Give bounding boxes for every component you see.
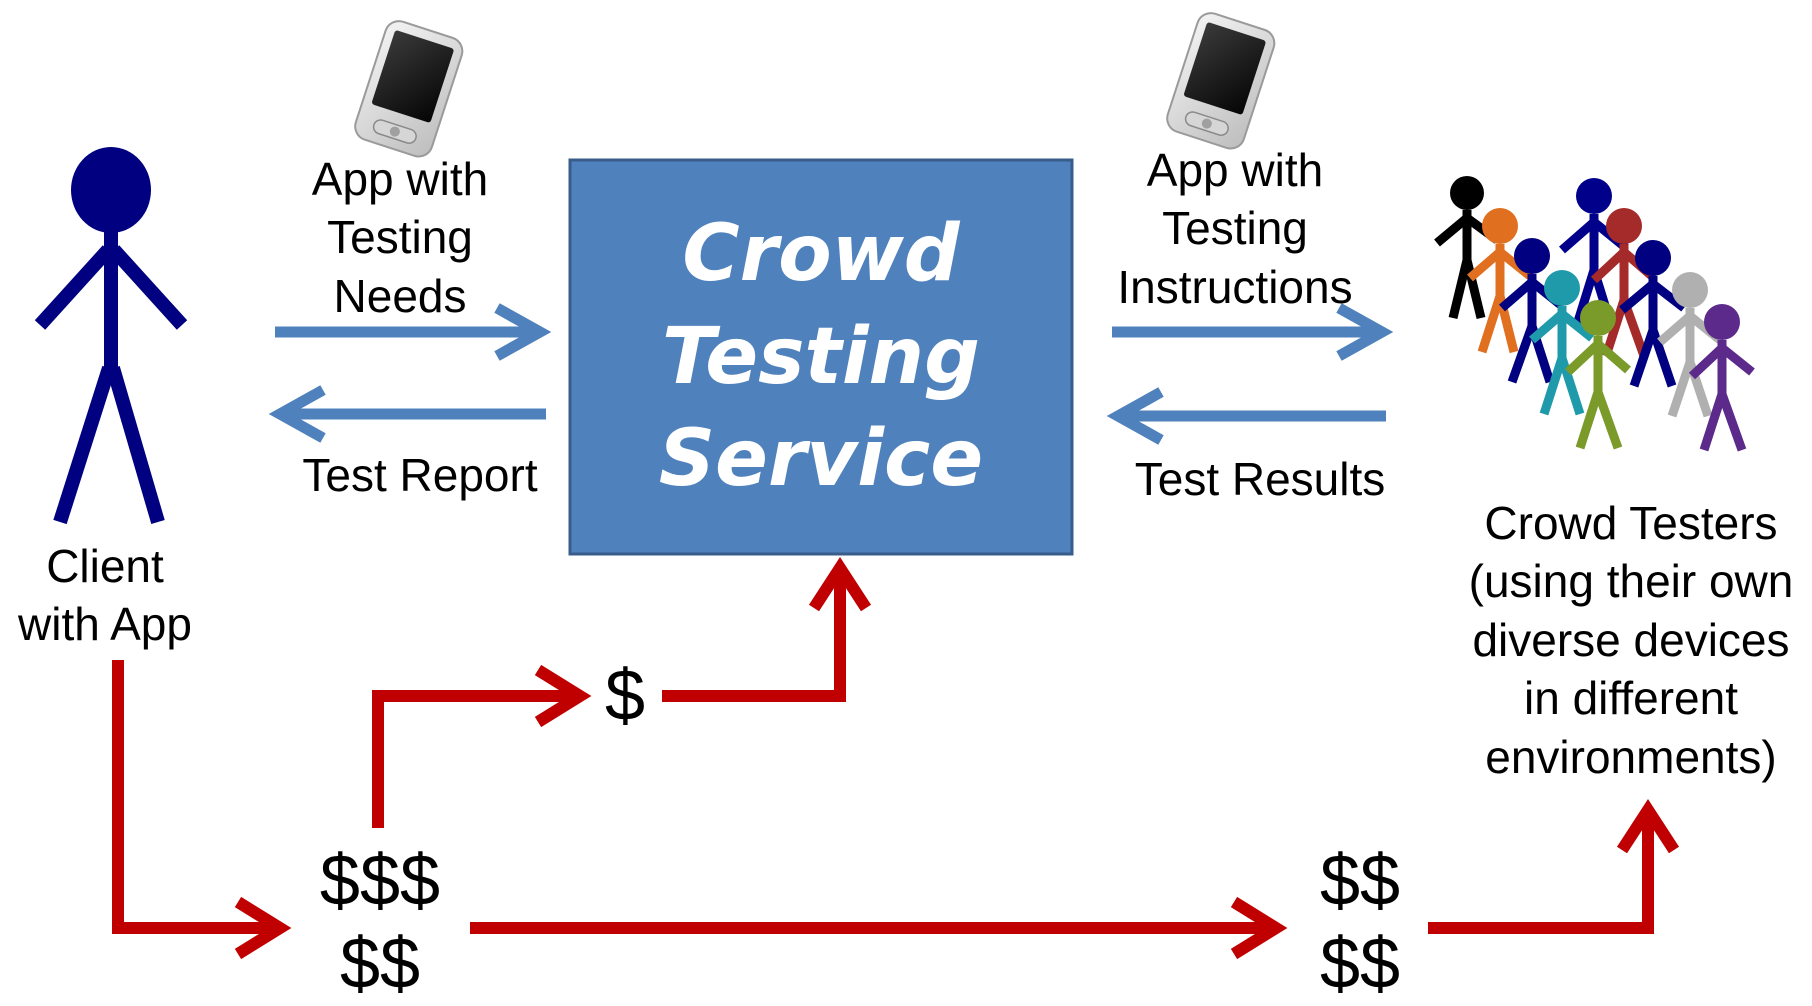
crowd-testers-icon [1434, 176, 1755, 452]
app-with-testing-instructions-label: App with Testing Instructions [1117, 144, 1353, 313]
app-with-testing-needs-label: App with Testing Needs [311, 153, 489, 322]
crowd-testers-label: Crowd Testers (using their own diverse d… [1468, 497, 1794, 783]
arrow-service-to-crowd [1112, 303, 1394, 361]
arrow-money-to-testers [1428, 798, 1680, 934]
arrow-payment-to-testers-money [470, 896, 1288, 960]
smartphone-icon-left [350, 16, 467, 162]
service-title: Crowd Testing Service [658, 208, 984, 505]
arrow-results-to-service [1106, 387, 1386, 445]
arrow-report-to-client [268, 385, 546, 443]
crowd-testing-service-box [568, 158, 1074, 556]
client-total-payment: $$$ $$ [319, 841, 441, 1004]
arrow-client-to-payment [112, 660, 292, 960]
test-report-label: Test Report [302, 449, 538, 501]
info-arrows [268, 303, 1394, 445]
client-stick-figure-icon [34, 147, 188, 525]
tester-payment: $$ $$ [1319, 841, 1401, 1004]
service-fee-payment: $ [604, 656, 646, 736]
arrow-fee-to-service [662, 556, 872, 702]
smartphone-icon-right [1162, 8, 1279, 154]
money-arrows [112, 556, 1680, 960]
arrow-app-to-service [275, 303, 552, 361]
test-results-label: Test Results [1134, 453, 1386, 505]
client-label: Client with App [18, 540, 192, 651]
arrow-payment-to-fee [372, 664, 592, 828]
